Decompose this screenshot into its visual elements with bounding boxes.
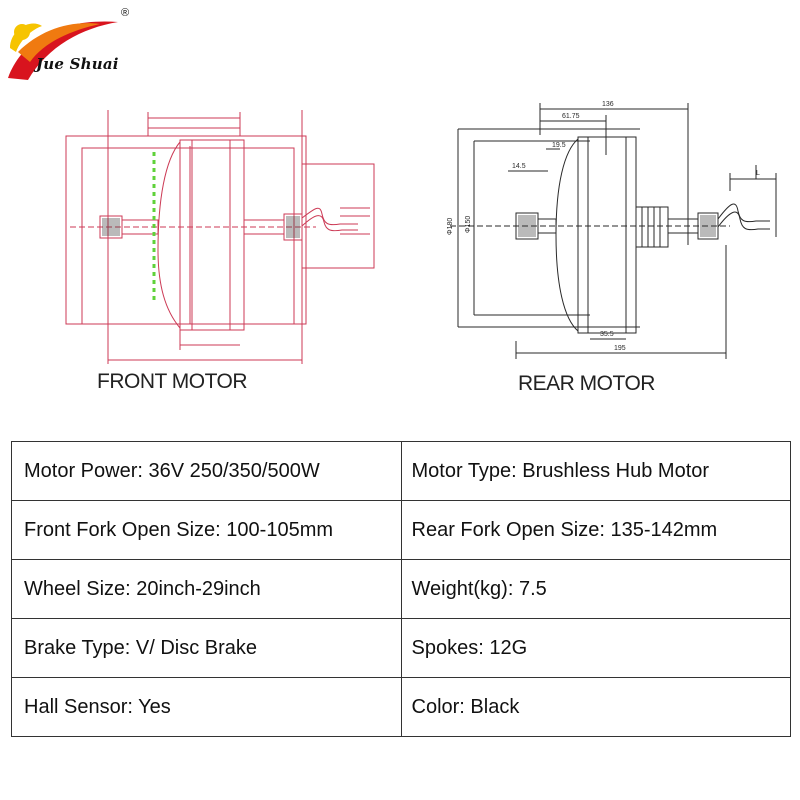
dim-label-14-5: 14.5	[512, 163, 526, 170]
spec-front-fork-size: Front Fork Open Size: 100-105mm	[11, 500, 402, 560]
registered-mark: ®	[121, 7, 130, 19]
spec-hall-sensor: Hall Sensor: Yes	[11, 677, 402, 737]
rear-motor-caption: REAR MOTOR	[518, 372, 655, 395]
dim-label-19-5: 19.5	[552, 142, 566, 149]
dim-label-phi180: Φ180	[447, 218, 454, 235]
spec-color: Color: Black	[400, 677, 791, 737]
table-row: Motor Power: 36V 250/350/500W Motor Type…	[11, 441, 791, 501]
table-row: Front Fork Open Size: 100-105mm Rear For…	[11, 500, 791, 560]
dim-label-35-5: 35.5	[600, 331, 614, 338]
spec-rear-fork-size: Rear Fork Open Size: 135-142mm	[400, 500, 791, 560]
spec-wheel-size: Wheel Size: 20inch-29inch	[11, 559, 402, 619]
brand-name: Jue Shuai	[36, 55, 119, 73]
dim-label-l: L	[756, 170, 760, 177]
spec-motor-power: Motor Power: 36V 250/350/500W	[11, 441, 402, 501]
table-row: Hall Sensor: Yes Color: Black	[11, 677, 791, 737]
rear-motor-diagram: 136 61.75 19.5 14.5 Φ180 Φ150 35.5 195 L	[430, 95, 790, 370]
spec-spokes: Spokes: 12G	[400, 618, 791, 678]
brand-logo: Jue Shuai ®	[0, 0, 150, 90]
dim-label-61-75: 61.75	[562, 113, 580, 120]
spec-weight: Weight(kg): 7.5	[400, 559, 791, 619]
dim-label-136: 136	[602, 101, 614, 108]
rear-motor-drawing: 136 61.75 19.5 14.5 Φ180 Φ150 35.5 195 L	[447, 101, 777, 359]
front-motor-drawing	[65, 110, 375, 364]
dim-label-phi150: Φ150	[465, 216, 472, 233]
front-motor-diagram	[40, 100, 390, 370]
logo-swoosh-graphic	[8, 21, 118, 80]
table-row: Wheel Size: 20inch-29inch Weight(kg): 7.…	[11, 559, 791, 619]
spec-motor-type: Motor Type: Brushless Hub Motor	[400, 441, 791, 501]
front-motor-caption: FRONT MOTOR	[97, 370, 248, 393]
spec-table: Motor Power: 36V 250/350/500W Motor Type…	[11, 441, 791, 737]
spec-brake-type: Brake Type: V/ Disc Brake	[11, 618, 402, 678]
dim-label-195: 195	[614, 345, 626, 352]
table-row: Brake Type: V/ Disc Brake Spokes: 12G	[11, 618, 791, 678]
